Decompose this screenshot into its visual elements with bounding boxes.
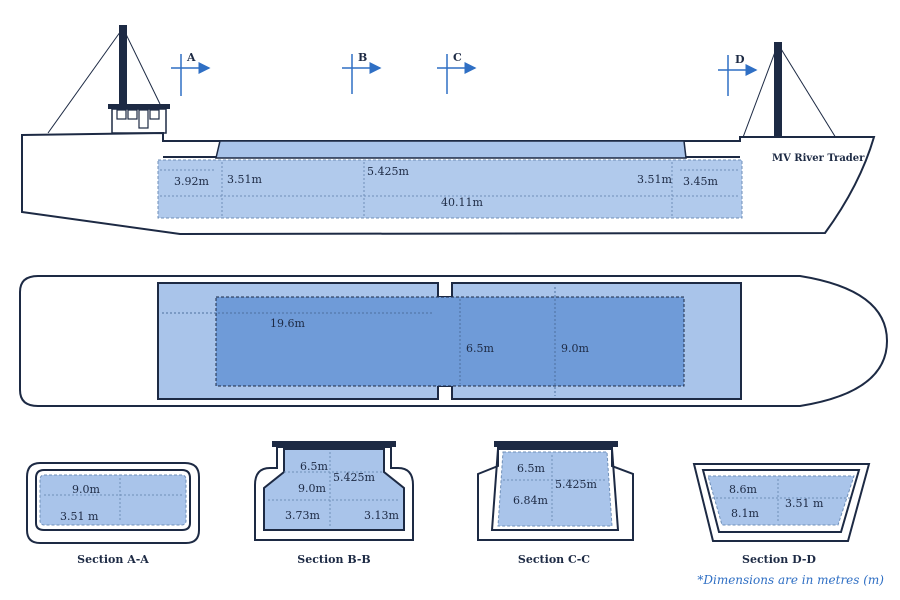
rigging-line: [47, 27, 124, 134]
hatch-cover: [494, 441, 618, 447]
dim-label-hold-height: 5.425m: [367, 165, 409, 178]
dim-label-aft-width: 3.45m: [683, 175, 718, 188]
window: [127, 109, 138, 120]
rigging-line: [777, 43, 837, 139]
dim-label-hatch-width: 6.5m: [466, 342, 494, 355]
section-b-dim: 3.13m: [364, 509, 399, 522]
ship-name: MV River Trader: [772, 153, 865, 164]
rigging-line: [741, 43, 779, 141]
svg-text:C: C: [453, 51, 462, 64]
dim-label-aft-hold: 3.51m: [637, 173, 672, 186]
dim-label-fwd-hold: 3.51m: [227, 173, 262, 186]
section-b-b: 6.5m 5.425m 9.0m 3.73m 3.13m Section B-B: [254, 441, 414, 566]
plan-view: 19.6m 6.5m 9.0m: [19, 275, 889, 407]
section-marker-d: D: [718, 53, 758, 96]
section-c-dim: 6.5m: [517, 462, 545, 475]
section-a-title: Section A-A: [77, 553, 149, 566]
dimensions-footnote: *Dimensions are in metres (m): [697, 573, 884, 587]
section-d-dim: 8.1m: [731, 507, 759, 520]
cargo-hold-side: [157, 159, 743, 219]
section-c-hold: [497, 451, 613, 527]
section-a-hold: [39, 474, 187, 526]
section-a-dim: 9.0m: [72, 483, 100, 496]
section-markers: A B C D: [171, 51, 758, 96]
aft-mast: [119, 25, 127, 105]
section-b-hold: [263, 448, 405, 531]
rigging-line: [122, 27, 161, 105]
section-marker-a: A: [171, 51, 211, 96]
section-c-c: 6.5m 5.425m 6.84m Section C-C: [477, 441, 634, 566]
section-b-title: Section B-B: [297, 553, 370, 566]
section-c-dim: 6.84m: [513, 494, 548, 507]
hatch-coaming: [215, 140, 687, 159]
section-d-dim: 3.51 m: [785, 497, 824, 510]
wheelhouse: [108, 104, 170, 134]
section-c-title: Section C-C: [518, 553, 590, 566]
svg-text:A: A: [186, 51, 196, 64]
section-b-dim: 6.5m: [300, 460, 328, 473]
section-d-hold: [707, 475, 855, 526]
section-b-dim: 5.425m: [333, 471, 375, 484]
section-a-dim: 3.51 m: [60, 510, 99, 523]
door: [138, 109, 149, 129]
dim-label-total-length: 40.11m: [441, 196, 483, 209]
dim-label-hold-length: 19.6m: [270, 317, 305, 330]
section-d-d: 8.6m 3.51 m 8.1m Section D-D: [692, 463, 871, 566]
hatch-cover: [272, 441, 396, 447]
section-a-a: 9.0m 3.51 m Section A-A: [26, 462, 200, 566]
section-b-dim: 3.73m: [285, 509, 320, 522]
hatch-opening-plan: [215, 296, 685, 387]
fore-mast: [774, 42, 782, 142]
dim-label-hold-width: 9.0m: [561, 342, 589, 355]
svg-text:B: B: [358, 51, 367, 64]
section-d-title: Section D-D: [742, 553, 816, 566]
section-c-dim: 5.425m: [555, 478, 597, 491]
section-marker-c: C: [437, 51, 477, 94]
section-b-dim: 9.0m: [298, 482, 326, 495]
section-marker-b: B: [342, 51, 382, 94]
window: [149, 109, 160, 120]
svg-text:D: D: [735, 53, 745, 66]
window: [116, 109, 127, 120]
section-d-dim: 8.6m: [729, 483, 757, 496]
dim-label-fwd-width: 3.92m: [174, 175, 209, 188]
side-view: 3.92m 3.51m 5.425m 3.51m 3.45m 40.11m MV…: [21, 25, 876, 236]
